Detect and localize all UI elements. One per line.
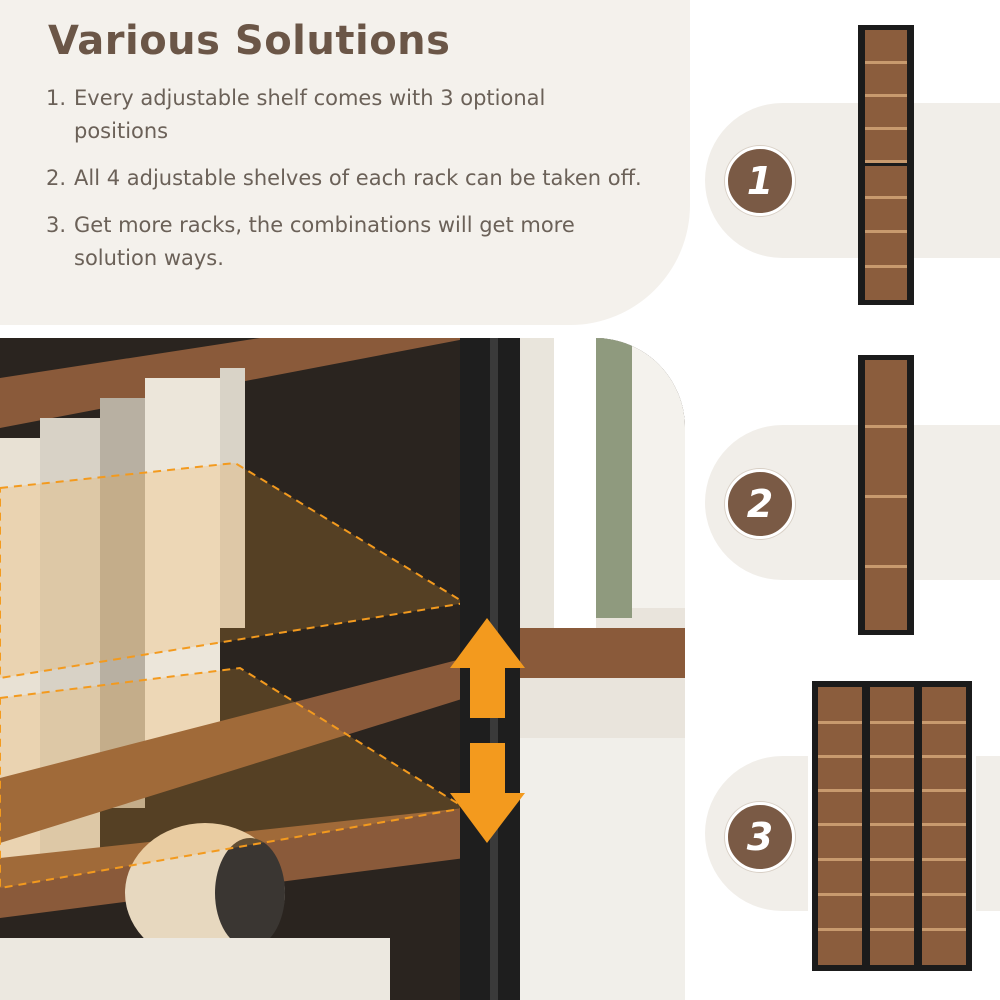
- list-item-number: 3.: [46, 213, 67, 237]
- list-item-text: Every adjustable shelf comes with 3 opti…: [74, 86, 546, 143]
- list-item-number: 2.: [46, 166, 67, 190]
- rack-triple-8-shelf-icon: [808, 677, 976, 975]
- list-item-number: 1.: [46, 86, 67, 110]
- list-item: 3. Get more racks, the combinations will…: [46, 209, 646, 275]
- rack-single-8-shelf-icon: [858, 25, 914, 305]
- adjustable-shelf-arrow-icon: [450, 618, 525, 843]
- list-item-text: All 4 adjustable shelves of each rack ca…: [74, 166, 642, 190]
- feature-list: 1. Every adjustable shelf comes with 3 o…: [46, 82, 646, 289]
- feature-panel: Various Solutions 1. Every adjustable sh…: [0, 0, 690, 325]
- step-1-badge: 1: [725, 146, 795, 216]
- list-item: 2. All 4 adjustable shelves of each rack…: [46, 162, 646, 195]
- step-3-badge: 3: [725, 802, 795, 872]
- list-item-text: Get more racks, the combinations will ge…: [74, 213, 575, 270]
- shelf-photo: [0, 338, 685, 1000]
- rack-single-4-shelf-icon: [858, 355, 914, 635]
- list-item: 1. Every adjustable shelf comes with 3 o…: [46, 82, 646, 148]
- page-title: Various Solutions: [48, 18, 451, 64]
- step-2-badge: 2: [725, 469, 795, 539]
